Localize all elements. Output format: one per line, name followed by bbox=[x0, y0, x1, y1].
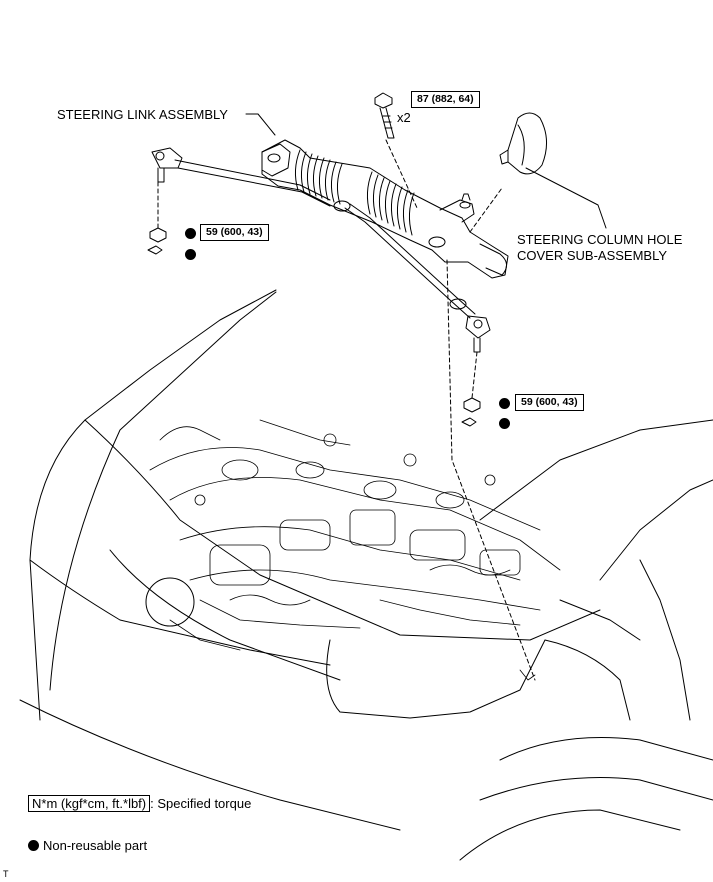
non-reusable-icon bbox=[499, 398, 510, 409]
engine-bay-detail bbox=[149, 419, 561, 681]
left-nut-torque-box: 59 (600, 43) bbox=[200, 224, 269, 241]
non-reusable-icon bbox=[28, 840, 39, 851]
steering-rack-housing bbox=[261, 139, 509, 279]
legend-torque-desc: : Specified torque bbox=[150, 796, 252, 811]
tie-rod-ends bbox=[151, 147, 491, 353]
bolt-quantity-label: x2 bbox=[397, 110, 411, 125]
mounting-bolt bbox=[374, 92, 395, 139]
legend-non-reusable: Non-reusable part bbox=[43, 838, 148, 853]
tie-rods bbox=[174, 159, 476, 319]
non-reusable-icon bbox=[499, 418, 510, 429]
non-reusable-icon bbox=[185, 249, 196, 260]
nuts-and-pins bbox=[147, 227, 481, 427]
vehicle-body bbox=[19, 289, 713, 861]
legend-torque: N*m (kgf*cm, ft.*lbf): Specified torque bbox=[28, 795, 252, 812]
non-reusable-icon bbox=[185, 228, 196, 239]
legend-torque-unit-box: N*m (kgf*cm, ft.*lbf) bbox=[28, 795, 151, 812]
column-cover-label-line1: STEERING COLUMN HOLE bbox=[517, 232, 683, 247]
leader-lines bbox=[245, 113, 607, 229]
footer-mark: T bbox=[3, 869, 9, 879]
bolt-torque-box: 87 (882, 64) bbox=[411, 91, 480, 108]
column-hole-cover bbox=[499, 112, 547, 175]
steering-link-label: STEERING LINK ASSEMBLY bbox=[57, 107, 228, 122]
right-nut-torque-box: 59 (600, 43) bbox=[515, 394, 584, 411]
assembly-lines bbox=[157, 139, 536, 681]
column-cover-label-line2: COVER SUB-ASSEMBLY bbox=[517, 248, 668, 263]
